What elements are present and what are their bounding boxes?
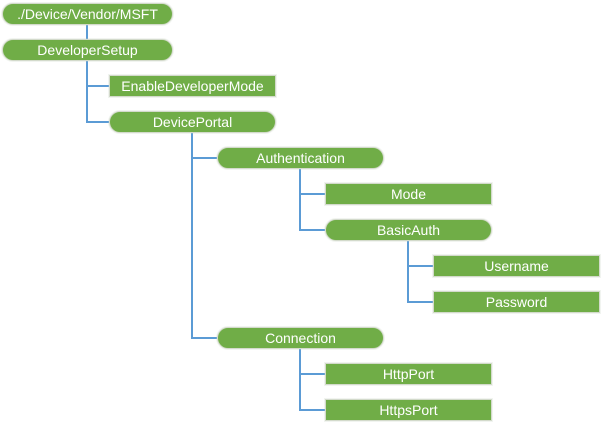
connector-line bbox=[299, 193, 325, 195]
node-enable-developer-mode: EnableDeveloperMode bbox=[109, 75, 276, 97]
node-device-portal: DevicePortal bbox=[109, 111, 276, 133]
connector-line bbox=[407, 265, 433, 267]
connector-line bbox=[407, 301, 433, 303]
node-authentication: Authentication bbox=[217, 147, 384, 169]
node-connection: Connection bbox=[217, 327, 384, 349]
node-https-port: HttpsPort bbox=[325, 399, 492, 421]
connector-line bbox=[86, 25, 88, 39]
connector-line bbox=[86, 61, 88, 123]
connector-line bbox=[299, 373, 325, 375]
connector-line bbox=[191, 157, 217, 159]
connector-line bbox=[299, 349, 301, 411]
connector-line bbox=[191, 337, 217, 339]
connector-line bbox=[86, 121, 109, 123]
node-mode: Mode bbox=[325, 183, 492, 205]
connector-line bbox=[299, 229, 325, 231]
connector-line bbox=[299, 409, 325, 411]
node-password: Password bbox=[433, 291, 600, 313]
connector-line bbox=[407, 241, 409, 303]
node-developer-setup: DeveloperSetup bbox=[2, 39, 173, 61]
connector-line bbox=[191, 133, 193, 339]
node-username: Username bbox=[433, 255, 600, 277]
connector-line bbox=[86, 85, 109, 87]
node-http-port: HttpPort bbox=[325, 363, 492, 385]
connector-line bbox=[299, 169, 301, 231]
node-basic-auth: BasicAuth bbox=[325, 219, 492, 241]
node-device-vendor-msft: ./Device/Vendor/MSFT bbox=[2, 3, 173, 25]
